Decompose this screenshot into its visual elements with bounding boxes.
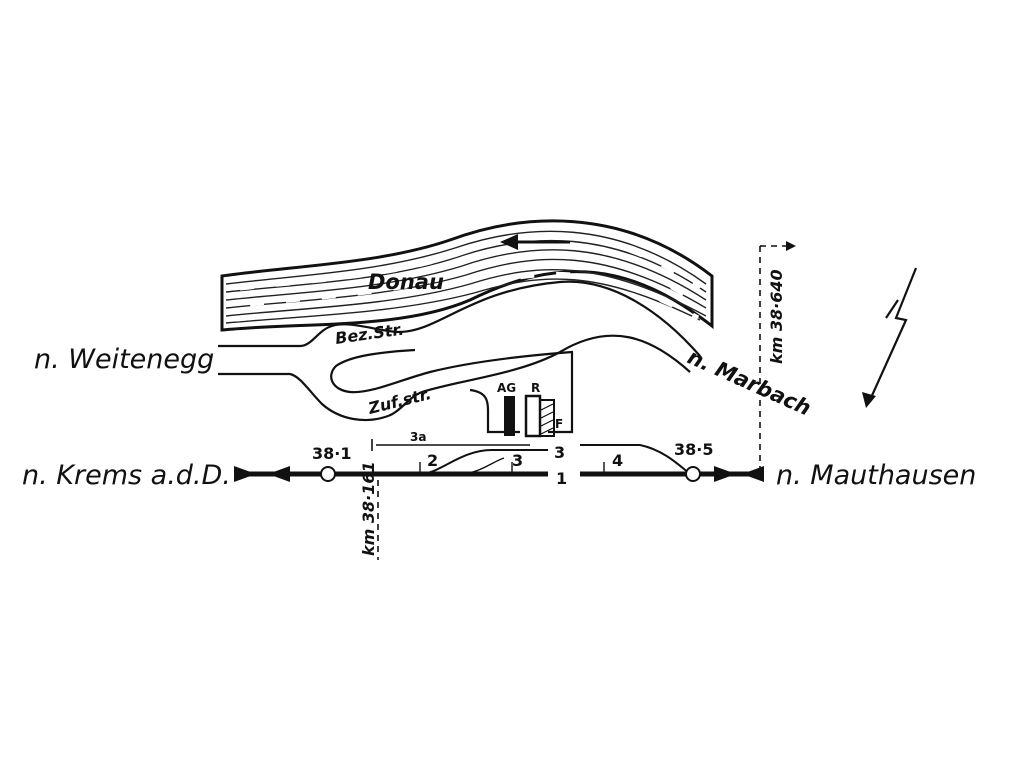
track-2-3 (419, 449, 548, 475)
building-label-ag: AG (497, 381, 516, 395)
zuf-str-loop (218, 351, 561, 422)
signal-label-west: 38·1 (312, 444, 351, 463)
river-donau (220, 219, 714, 332)
direction-krems: n. Krems a.d.D. (22, 460, 231, 491)
buildings (504, 394, 555, 438)
signal-east (685, 466, 701, 482)
direction-marbach: n. Marbach (684, 345, 815, 421)
river-label: Donau (368, 270, 444, 294)
signal-label-east: 38·5 (674, 440, 713, 459)
building-label-f: F (555, 417, 563, 431)
north-arrow-head (862, 392, 876, 408)
river-flow-arrow (500, 234, 570, 250)
tracks (240, 439, 756, 477)
zuf-str-siding (469, 388, 520, 434)
km-arrow-east-head (786, 241, 796, 251)
signal-west (320, 466, 336, 482)
marbach-road (559, 334, 691, 373)
roads (218, 280, 701, 434)
bez-str-hairpin (330, 348, 574, 434)
west-end-arrow-b (268, 466, 290, 482)
direction-weitenegg: n. Weitenegg (34, 344, 214, 375)
track-label-3-right: 3 (554, 443, 565, 462)
km-label-west: km 38·161 (359, 461, 378, 556)
building-label-r: R (531, 381, 540, 395)
building-r (524, 394, 542, 438)
track-label-3: 3 (512, 451, 523, 470)
signals (320, 466, 701, 482)
building-ag (504, 396, 515, 436)
track-label-4: 4 (612, 451, 623, 470)
direction-mauthausen: n. Mauthausen (776, 460, 976, 491)
track-label-1: 1 (556, 469, 567, 488)
west-end-arrow-a (234, 466, 256, 482)
bez-str-north-edge (218, 280, 701, 357)
track-label-2: 2 (427, 451, 438, 470)
east-end-arrow-b (742, 466, 764, 482)
north-arrow-icon (868, 267, 918, 401)
building-f (539, 399, 555, 437)
track-end-markers (234, 466, 764, 482)
km-label-east: km 38·640 (767, 269, 786, 364)
track-label-3a: 3a (410, 430, 426, 444)
east-end-arrow-a (714, 466, 736, 482)
